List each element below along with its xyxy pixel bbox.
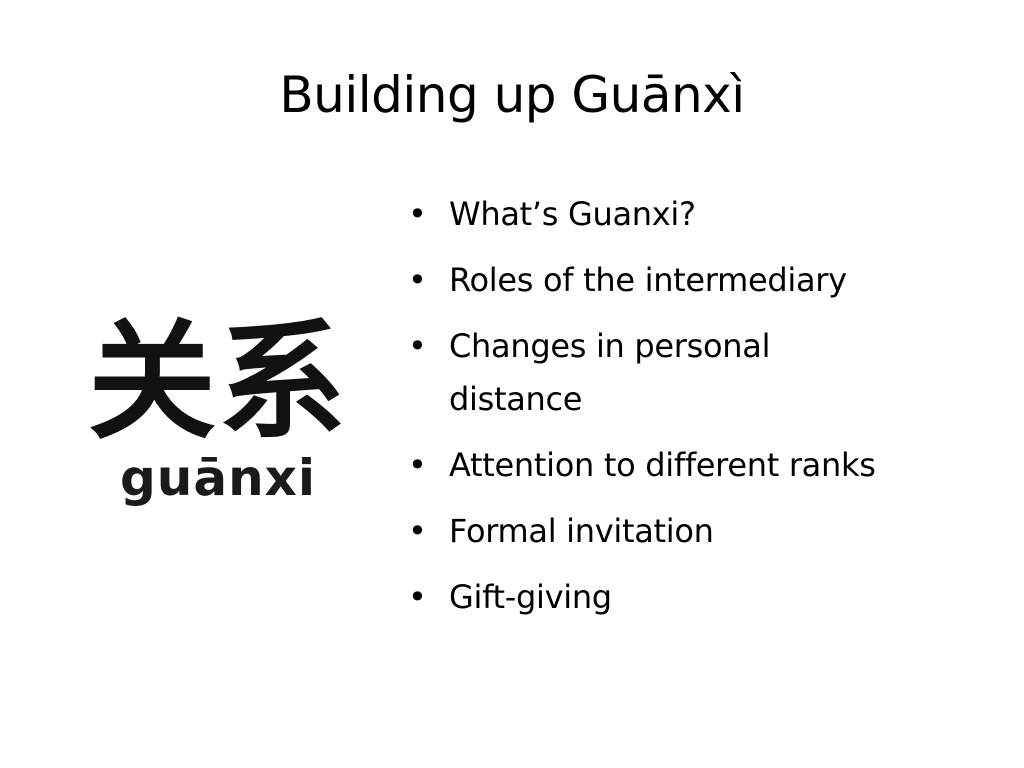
bullet-item: • Attention to different ranks <box>408 439 988 492</box>
bullet-item: • Roles of the intermediary <box>408 254 988 307</box>
bullet-item: • Changes in personal distance <box>408 320 869 426</box>
bullet-dot: • <box>408 512 427 550</box>
bullet-dot: • <box>408 327 427 365</box>
bullet-dot: • <box>408 195 427 233</box>
bullet-list: • What’s Guanxi? • Roles of the intermed… <box>408 188 988 637</box>
bullet-item: • What’s Guanxi? <box>408 188 988 241</box>
slide-title: Building up Guānxì <box>279 66 745 124</box>
guanxi-image: 关系 guānxi <box>86 308 350 520</box>
guanxi-characters: 关系 <box>87 307 348 457</box>
bullet-text: Roles of the intermediary <box>449 261 847 299</box>
bullet-dot: • <box>408 446 427 484</box>
bullet-item: • Gift-giving <box>408 571 988 624</box>
bullet-text: Attention to different ranks <box>449 446 876 484</box>
bullet-dot: • <box>408 261 427 299</box>
bullet-text: Gift-giving <box>449 578 612 616</box>
bullet-item: • Formal invitation <box>408 505 988 558</box>
bullet-text: Changes in personal distance <box>449 327 771 418</box>
bullet-text: What’s Guanxi? <box>449 195 696 233</box>
bullet-dot: • <box>408 578 427 616</box>
bullet-text: Formal invitation <box>449 512 714 550</box>
guanxi-pinyin: guānxi <box>119 449 317 507</box>
